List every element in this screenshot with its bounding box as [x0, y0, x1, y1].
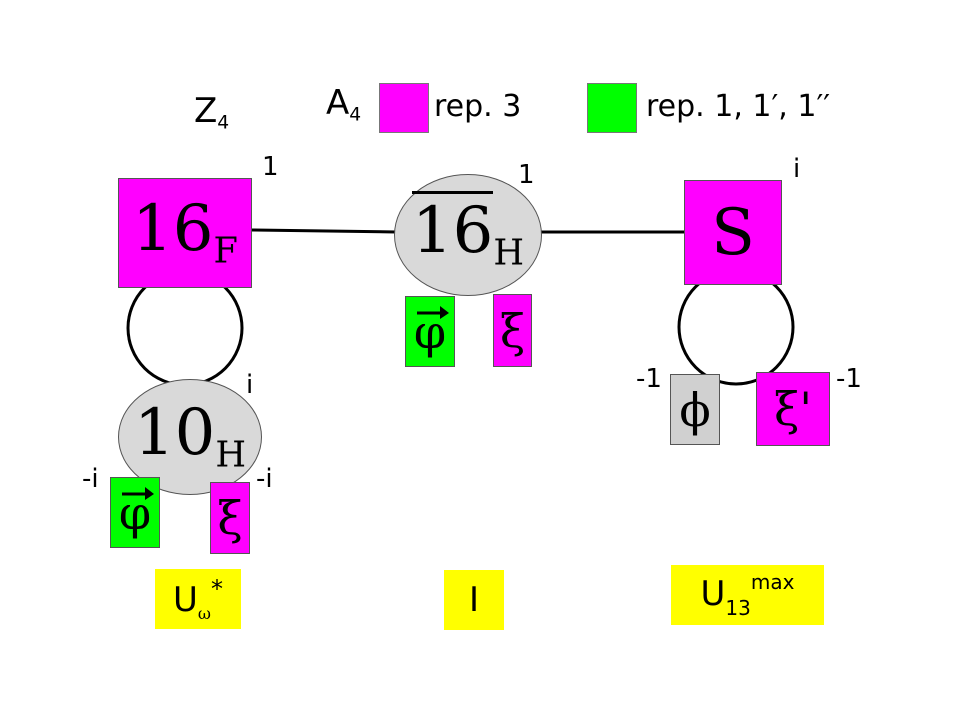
- field-xi-low: ξ: [210, 482, 250, 554]
- node-16h-label: 16H: [411, 191, 525, 274]
- u-omega-letter: U: [173, 579, 198, 620]
- result-u-omega: Uω*: [155, 569, 241, 629]
- loop-16f-10h: [126, 269, 244, 387]
- field-xi-prime: ξ': [756, 372, 830, 446]
- result-identity: I: [444, 570, 504, 630]
- phase-16f: 1: [262, 152, 279, 182]
- node-10h-main: 10: [133, 396, 216, 471]
- a4-label: A4: [326, 86, 361, 125]
- node-16f-main: 16: [132, 192, 214, 267]
- node-16h-bar: 16H: [394, 174, 542, 296]
- identity-text: I: [468, 580, 480, 620]
- result-u13: U13max: [671, 565, 824, 625]
- u-omega-sub: ω: [197, 603, 211, 623]
- vector-arrow-icon: [121, 486, 154, 500]
- phase-s: i: [793, 154, 801, 184]
- u-omega-text: Uω*: [173, 577, 223, 622]
- link-16f-16h: [251, 228, 397, 234]
- loop-s: [677, 268, 795, 386]
- z4-letter: Z: [194, 91, 218, 131]
- node-16f-label: 16F: [132, 197, 238, 269]
- u13-sup: max: [750, 570, 795, 594]
- phase-xi-prime: -1: [836, 364, 862, 394]
- phi-vector-low-symbol: φ: [119, 486, 154, 536]
- u-omega-sup: *: [210, 574, 223, 603]
- node-10h: 10H: [118, 379, 262, 495]
- u13-sub: 13: [725, 596, 751, 620]
- xi-mid-symbol: ξ: [499, 303, 526, 358]
- phi-vector-mid-symbol: φ: [414, 305, 449, 355]
- node-16h-sub: H: [493, 232, 525, 274]
- node-16f-sub: F: [213, 230, 238, 272]
- node-10h-sub: H: [215, 434, 247, 476]
- node-10h-label: 10H: [134, 401, 246, 473]
- node-16h-main: 16: [411, 191, 494, 269]
- z4-label: Z4: [194, 94, 229, 133]
- rep1-swatch: [587, 83, 637, 133]
- xi-low-symbol: ξ: [217, 491, 243, 545]
- phase-xi-low: -i: [256, 464, 273, 494]
- node-s-label: S: [711, 195, 755, 270]
- vector-arrow-icon: [416, 305, 449, 319]
- a4-letter: A: [326, 83, 350, 123]
- rep3-swatch: [379, 83, 429, 133]
- u13-text: U13max: [701, 572, 795, 618]
- xi-prime-symbol: ξ': [774, 382, 812, 436]
- field-phi-vector-mid: φ: [405, 296, 455, 367]
- rep1-label: rep. 1, 1′, 1′′: [646, 89, 831, 124]
- u13-letter: U: [700, 574, 726, 614]
- rep3-label: rep. 3: [434, 89, 522, 124]
- phase-16h: 1: [518, 160, 535, 190]
- z4-subscript: 4: [217, 112, 230, 134]
- phase-10h: i: [246, 370, 254, 400]
- phase-phi-low: -i: [82, 464, 99, 494]
- a4-subscript: 4: [349, 104, 362, 126]
- field-phi-scalar: ϕ: [670, 374, 720, 445]
- phase-phi-scalar: -1: [636, 364, 662, 394]
- node-s: S: [684, 180, 782, 285]
- field-phi-vector-low: φ: [110, 477, 160, 548]
- field-xi-mid: ξ: [493, 294, 532, 367]
- node-16f: 16F: [118, 178, 252, 288]
- phi-scalar-symbol: ϕ: [679, 382, 711, 437]
